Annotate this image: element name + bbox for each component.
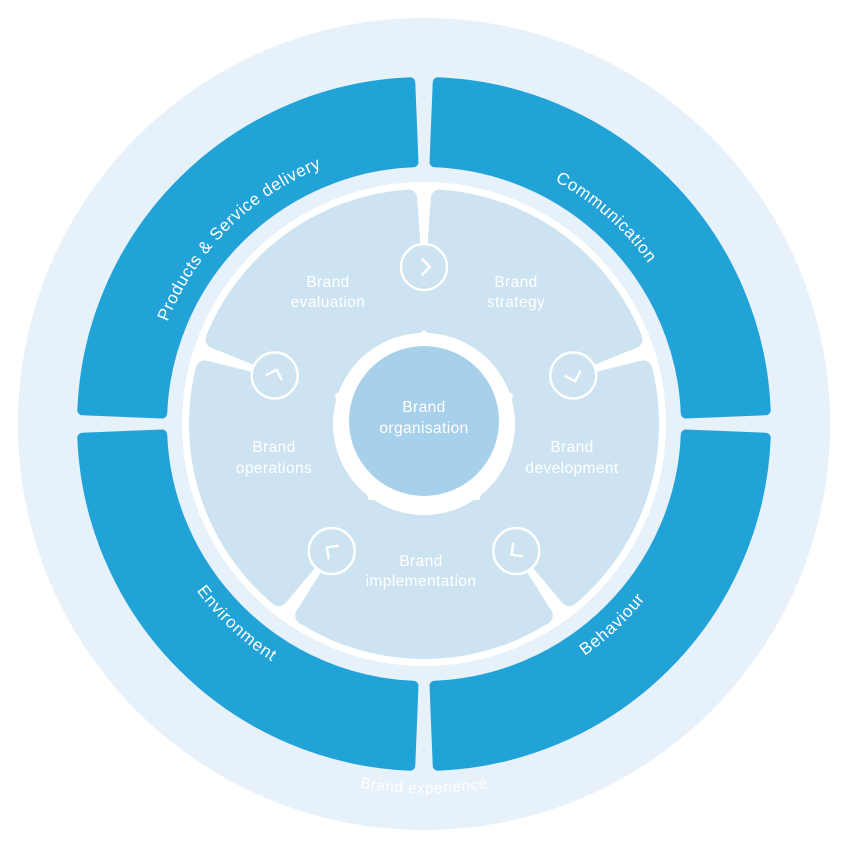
- inner-segment-evaluation: [205, 189, 427, 396]
- ring-label: Brand experience: [359, 775, 488, 797]
- chevron-icon: [250, 351, 299, 400]
- center-label-line2: organisation: [379, 420, 468, 437]
- inner-label-implementation-line2: implementation: [366, 573, 477, 590]
- inner-label-strategy-line2: strategy: [487, 294, 545, 311]
- outer-segment-products: [77, 77, 419, 419]
- inner-segment-implementation: [295, 499, 553, 659]
- chevron-icon: [549, 351, 598, 400]
- inner-label-operations-line1: Brand: [252, 439, 295, 456]
- outer-segment-environment: [77, 429, 419, 771]
- center-circle: [349, 346, 499, 496]
- inner-label-evaluation-line2: evaluation: [291, 294, 366, 311]
- chevron-icon: [307, 526, 356, 576]
- chevron-icon: [492, 526, 541, 576]
- outer-segment-communication: [429, 77, 771, 419]
- chevron-icon: [399, 242, 449, 292]
- inner-segment-strategy: [421, 189, 643, 396]
- inner-label-development-line1: Brand: [550, 439, 593, 456]
- center-label-line1: Brand: [402, 399, 445, 416]
- inner-label-strategy-line1: Brand: [494, 274, 537, 291]
- outer-segment-behaviour: [429, 429, 771, 771]
- inner-label-development-line2: development: [525, 460, 618, 477]
- inner-label-operations-line2: operations: [236, 460, 312, 477]
- inner-label-evaluation-line1: Brand: [306, 274, 349, 291]
- inner-label-implementation-line1: Brand: [399, 553, 442, 570]
